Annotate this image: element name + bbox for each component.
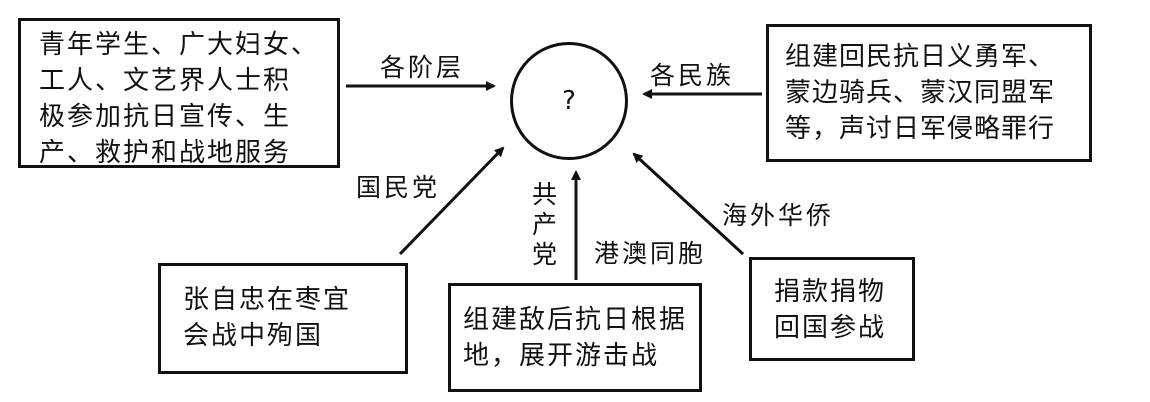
box-masses-line-3: 极参加抗日宣传、生: [39, 102, 292, 132]
box-masses-line-1: 青年学生、广大妇女、: [39, 30, 320, 60]
box-kmt: 张自忠在枣宜 会战中殉国: [158, 263, 408, 374]
box-ccp: 组建敌后抗日根据 地，展开游击战: [448, 283, 702, 392]
label-all-ethnicities: 各民族: [650, 61, 735, 90]
arrow-overseas: [632, 152, 745, 256]
label-overseas: 海外华侨: [722, 201, 835, 230]
center-question-mark: ?: [562, 86, 576, 116]
box-ccp-line-2: 地，展开游击战: [463, 341, 660, 371]
box-ccp-line-1: 组建敌后抗日根据: [463, 305, 688, 335]
label-kmt: 国民党: [356, 173, 441, 202]
box-ethnic-line-2: 蒙边骑兵、蒙汉同盟军: [785, 78, 1056, 108]
label-ccp-char-1: 共: [532, 180, 561, 209]
label-ccp-char-2: 产: [532, 210, 561, 239]
label-hk-macau: 港澳同胞: [594, 239, 707, 268]
box-kmt-line-2: 会战中殉国: [183, 321, 324, 351]
box-ethnic-line-3: 等，声讨日军侵略罪行: [785, 114, 1056, 144]
center-circle: ?: [510, 42, 628, 160]
box-kmt-line-1: 张自忠在枣宜: [183, 285, 352, 315]
box-masses-line-4: 产、救护和战地服务: [39, 138, 292, 168]
box-ethnic: 组建回民抗日义勇军、 蒙边骑兵、蒙汉同盟军 等，声讨日军侵略罪行: [766, 24, 1092, 162]
box-overseas-line-2: 回国参战: [774, 313, 887, 343]
label-ccp-char-3: 党: [532, 240, 561, 269]
box-ethnic-line-1: 组建回民抗日义勇军、: [785, 42, 1056, 72]
box-masses-line-2: 工人、文艺界人士积: [39, 66, 292, 96]
box-overseas: 捐款捐物 回国参战: [749, 257, 915, 361]
box-overseas-line-1: 捐款捐物: [774, 277, 887, 307]
label-ccp: 共 产 党: [532, 180, 560, 270]
arrow-kmt: [398, 146, 505, 256]
box-masses: 青年学生、广大妇女、 工人、文艺界人士积 极参加抗日宣传、生 产、救护和战地服务: [18, 18, 340, 168]
label-all-classes: 各阶层: [380, 53, 465, 82]
